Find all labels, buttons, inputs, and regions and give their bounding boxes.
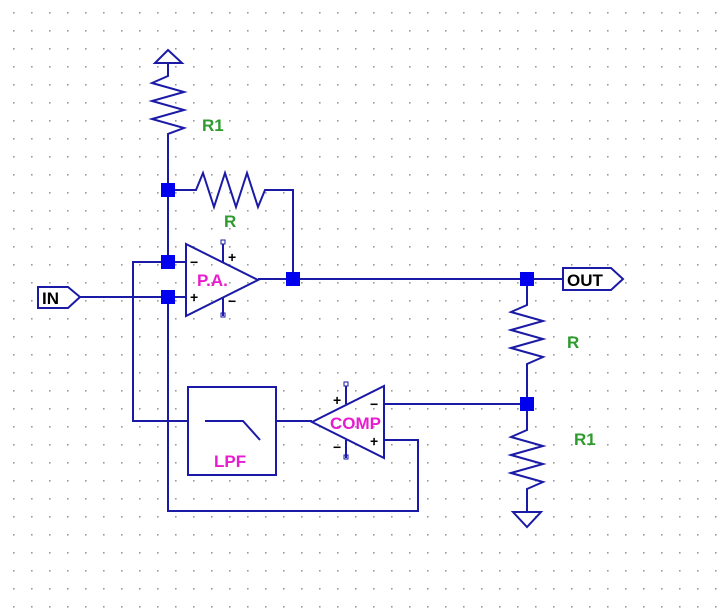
junction-dot <box>161 183 175 197</box>
wire-lpf-feedback <box>132 261 188 422</box>
low-pass-filter: LPF <box>187 386 277 476</box>
r-feedback-label: R <box>224 212 236 231</box>
r1-top-label: R1 <box>202 116 224 135</box>
low-pass-filter-icon <box>205 420 261 441</box>
op-amp-icon <box>309 384 385 460</box>
r-output-label: R <box>567 333 579 352</box>
comp-plus-sign: + <box>370 433 378 449</box>
r1-bottom-label: R1 <box>574 430 596 449</box>
input-port[interactable]: IN <box>37 286 82 309</box>
pa-supply-minus: − <box>228 293 236 309</box>
output-port-label: OUT <box>567 271 604 290</box>
ground-icon-top <box>152 48 185 70</box>
resistor-r1-top <box>148 70 188 140</box>
junction-dot <box>520 272 534 286</box>
junction-dot <box>520 397 534 411</box>
power-amplifier: − + + − P.A. <box>185 239 261 318</box>
input-port-label: IN <box>42 289 59 308</box>
grid-dots <box>13 12 717 608</box>
resistor-r-output <box>507 279 547 404</box>
wire-plus-to-comp <box>167 297 419 512</box>
resistor-r1-bottom <box>507 404 547 512</box>
lpf-label: LPF <box>214 452 246 471</box>
resistor-r-feedback <box>168 169 294 278</box>
pa-label: P.A. <box>197 271 228 290</box>
comp-supply-minus: − <box>333 439 341 455</box>
junction-dot <box>161 290 175 304</box>
pa-plus-sign: + <box>190 289 198 305</box>
comp-label: COMP <box>330 414 381 433</box>
junction-dot <box>161 255 175 269</box>
comparator: − + + − COMP <box>309 381 385 460</box>
junctions <box>161 183 534 411</box>
pa-supply-plus: + <box>228 249 236 265</box>
comp-supply-plus: + <box>333 392 341 408</box>
comp-minus-sign: − <box>370 396 378 412</box>
junction-dot <box>286 272 300 286</box>
pa-minus-sign: − <box>190 254 198 270</box>
output-port[interactable]: OUT <box>562 267 625 291</box>
ground-icon-bottom <box>510 511 544 529</box>
